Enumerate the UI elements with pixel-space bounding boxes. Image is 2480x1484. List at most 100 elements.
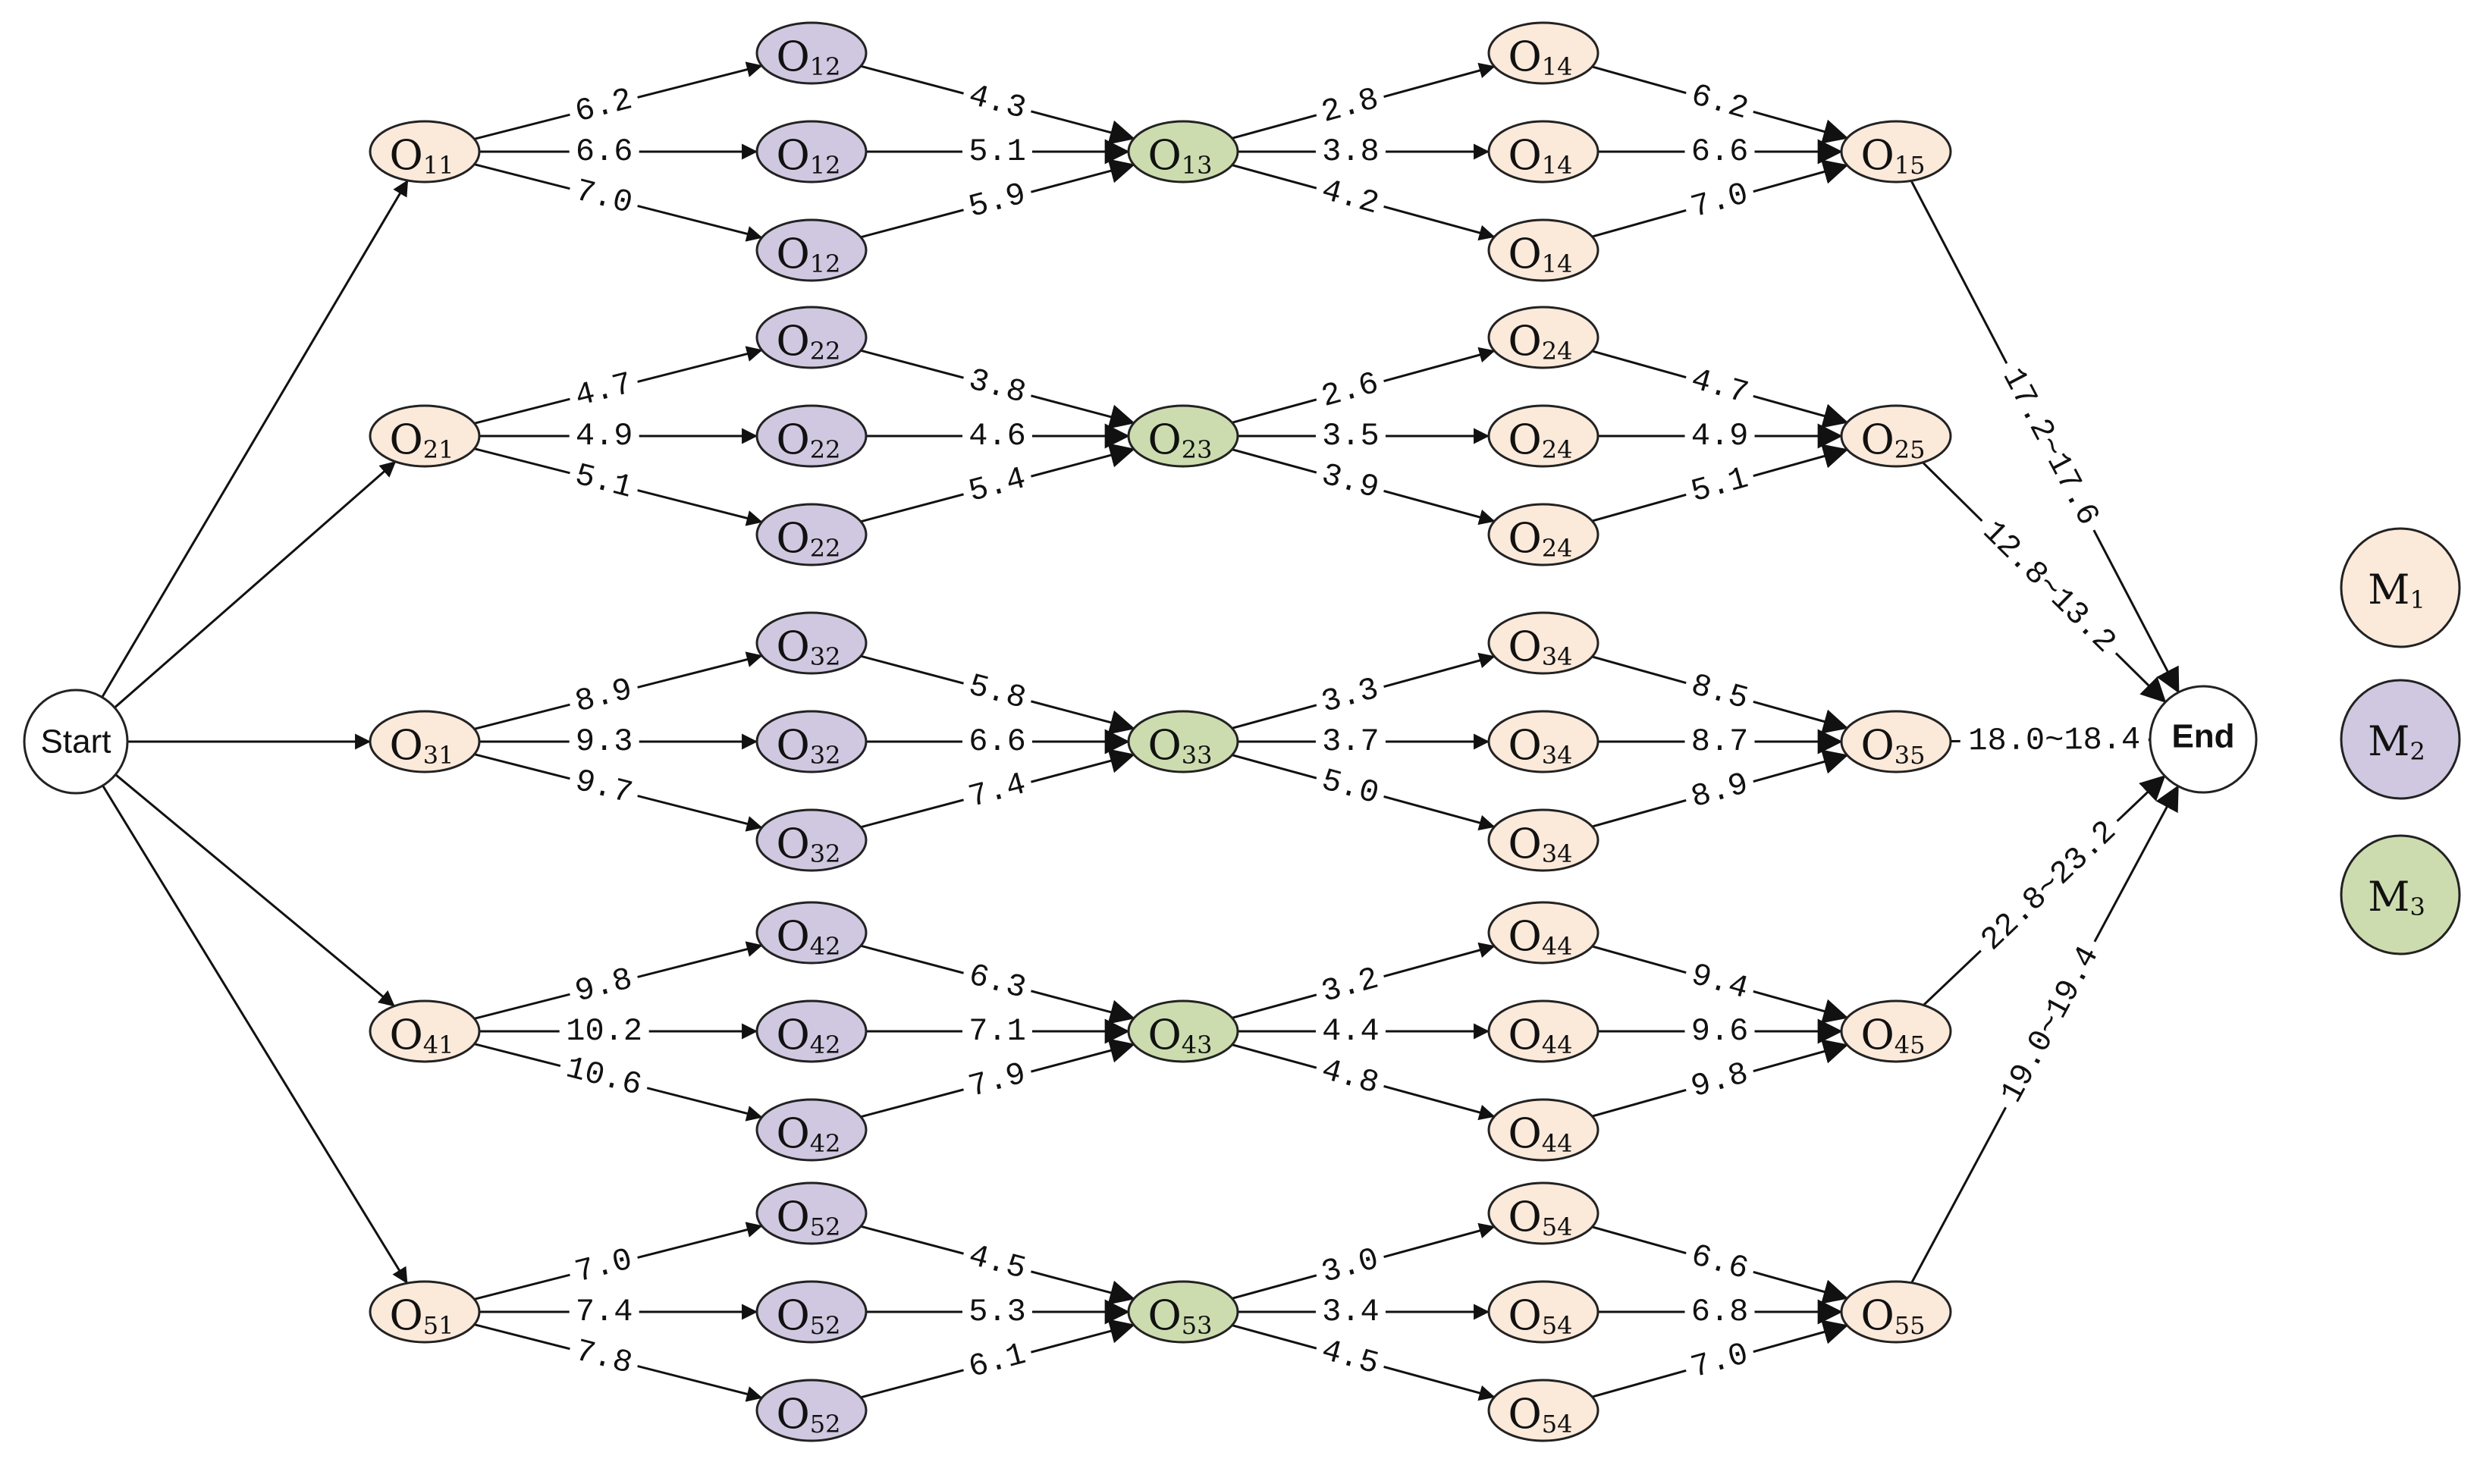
job5-op5-node[interactable]: O55 [1840, 1280, 1952, 1344]
job2-op2-node-2[interactable]: O22 [755, 404, 868, 468]
job5-label-45-1-bg [1681, 1234, 1759, 1291]
job5-label-12-1-group: 7.0 [565, 1238, 643, 1294]
job1-op2-node-3[interactable]: O12 [755, 218, 868, 282]
job1-op5-node[interactable]: O15 [1840, 120, 1952, 184]
job5-op1-node[interactable]: O51 [369, 1280, 481, 1344]
job4-op2-node-2[interactable]: O42 [755, 999, 868, 1063]
job2-label-45-1-group: 4.7 [1681, 358, 1759, 416]
job1-label-34-2-bg [1315, 132, 1386, 171]
job3-op1-node-label: O31 [390, 721, 454, 770]
job2-op4-node-3-subscript: 24 [1542, 534, 1573, 563]
job5-op3-node-letter: O [1148, 1291, 1182, 1339]
job4-op4-node-3-letter: O [1508, 1109, 1542, 1157]
job4-op2-node-2-label: O42 [777, 1011, 841, 1060]
job3-op4-node-1-label: O34 [1508, 623, 1573, 672]
job3-label-end: 18.0~18.4 [1968, 722, 2140, 760]
job2-op4-node-3[interactable]: O24 [1487, 503, 1599, 566]
job1-op3-node[interactable]: O13 [1127, 120, 1239, 184]
job5-op2-node-2-letter: O [777, 1291, 810, 1339]
job1-op1-node-subscript: 11 [423, 151, 454, 180]
start-node[interactable] [23, 689, 129, 795]
job5-op1-node-letter: O [390, 1291, 423, 1339]
job5-op2-node-2-label: O52 [777, 1291, 841, 1341]
job3-op1-node[interactable]: O31 [369, 710, 481, 773]
job2-op2-node-3[interactable]: O22 [755, 503, 868, 566]
job3-label-12-2-group: 9.3 [569, 722, 639, 761]
job3-op3-node[interactable]: O33 [1127, 710, 1239, 773]
job3-op2-node-1-label: O32 [777, 623, 841, 672]
job4-op4-node-3-subscript: 44 [1542, 1129, 1573, 1158]
job3-op4-node-2[interactable]: O34 [1487, 710, 1599, 773]
job4-op4-node-3[interactable]: O44 [1487, 1098, 1599, 1162]
job2-op1-node[interactable]: O21 [369, 404, 481, 468]
job2-op2-node-3-subscript: 22 [810, 534, 841, 563]
job3-label-12-2-bg [569, 722, 639, 761]
job5-label-12-3: 7.8 [571, 1333, 636, 1382]
job4-label-34-3-group: 4.8 [1311, 1049, 1389, 1106]
job3-op2-node-1-shape [755, 611, 868, 675]
job5-op4-node-2[interactable]: O54 [1487, 1280, 1599, 1344]
job1-op4-node-1[interactable]: O14 [1487, 21, 1599, 85]
job4-op5-node[interactable]: O45 [1840, 999, 1952, 1063]
job4-op2-node-1[interactable]: O42 [755, 901, 868, 965]
job5-label-45-1-group: 6.6 [1681, 1234, 1759, 1291]
job1-op2-node-1[interactable]: O12 [755, 21, 868, 85]
job2-op3-node[interactable]: O23 [1127, 404, 1239, 468]
job3-op4-node-1-shape [1487, 611, 1599, 675]
job4-op4-node-1-letter: O [1508, 912, 1542, 960]
job4-label-23-2-bg [962, 1012, 1032, 1051]
job2-op2-node-1[interactable]: O22 [755, 306, 868, 369]
job1-op2-node-2[interactable]: O12 [755, 120, 868, 184]
job2-label-45-3: 5.1 [1687, 460, 1753, 511]
job3-label-23-1: 5.8 [965, 667, 1029, 717]
job5-op4-node-1[interactable]: O54 [1487, 1181, 1599, 1245]
job5-op3-node[interactable]: O53 [1127, 1280, 1239, 1344]
job2-op2-node-3-shape [755, 503, 868, 566]
job3-op2-node-2[interactable]: O32 [755, 710, 868, 773]
job4-label-12-1-group: 9.8 [565, 958, 643, 1014]
job4-op3-node-label: O43 [1148, 1011, 1213, 1060]
job3-label-23-2-bg [962, 722, 1032, 761]
job4-op4-node-2-label: O44 [1508, 1011, 1573, 1060]
job3-op4-node-3-letter: O [1508, 820, 1542, 867]
job5-op4-node-3[interactable]: O54 [1487, 1379, 1599, 1442]
job4-op1-node[interactable]: O41 [369, 999, 481, 1063]
job1-label-12-2: 6.6 [576, 133, 633, 170]
job2-op5-node[interactable]: O25 [1840, 404, 1952, 468]
job4-op3-node[interactable]: O43 [1127, 999, 1239, 1063]
job3-op2-node-2-label: O32 [777, 721, 841, 770]
job1-op2-node-1-subscript: 12 [810, 52, 841, 81]
job4-op2-node-3[interactable]: O42 [755, 1098, 868, 1162]
job3-op4-node-3[interactable]: O34 [1487, 808, 1599, 872]
job4-op4-node-2[interactable]: O44 [1487, 999, 1599, 1063]
job2-label-45-1: 4.7 [1687, 362, 1753, 413]
job4-op2-node-3-letter: O [777, 1109, 810, 1157]
job1-op4-node-3[interactable]: O14 [1487, 218, 1599, 282]
job3-op4-node-1[interactable]: O34 [1487, 611, 1599, 675]
job1-op4-node-2[interactable]: O14 [1487, 120, 1599, 184]
job3-op5-node[interactable]: O35 [1840, 710, 1952, 773]
job2-op4-node-2[interactable]: O24 [1487, 404, 1599, 468]
job3-op2-node-1[interactable]: O32 [755, 611, 868, 675]
job4-label-45-1-group: 9.4 [1681, 953, 1759, 1011]
job1-label-12-3: 7.0 [571, 173, 636, 222]
job4-op2-node-1-subscript: 42 [810, 932, 841, 961]
job2-op2-node-1-label: O22 [777, 317, 841, 366]
job5-op2-node-1[interactable]: O52 [755, 1181, 868, 1245]
job4-op5-node-shape [1840, 999, 1952, 1063]
job5-op2-node-3[interactable]: O52 [755, 1379, 868, 1442]
job1-op1-node[interactable]: O11 [369, 120, 481, 184]
job3-label-end-bg [1960, 720, 2149, 761]
job1-op4-node-1-letter: O [1508, 33, 1542, 80]
job4-op4-node-1[interactable]: O44 [1487, 901, 1599, 965]
job5-label-34-1-bg [1311, 1238, 1389, 1294]
legend-item-m2: M2 [2340, 679, 2461, 800]
job2-label-23-3-bg [958, 457, 1037, 513]
job5-op2-node-2[interactable]: O52 [755, 1280, 868, 1344]
end-node[interactable] [2149, 685, 2258, 794]
job5-label-45-2: 6.8 [1691, 1294, 1749, 1330]
job2-op4-node-1[interactable]: O24 [1487, 306, 1599, 369]
job3-op5-node-label: O35 [1861, 721, 1926, 770]
job3-op2-node-3[interactable]: O32 [755, 808, 868, 872]
start-label: Start [41, 723, 111, 761]
